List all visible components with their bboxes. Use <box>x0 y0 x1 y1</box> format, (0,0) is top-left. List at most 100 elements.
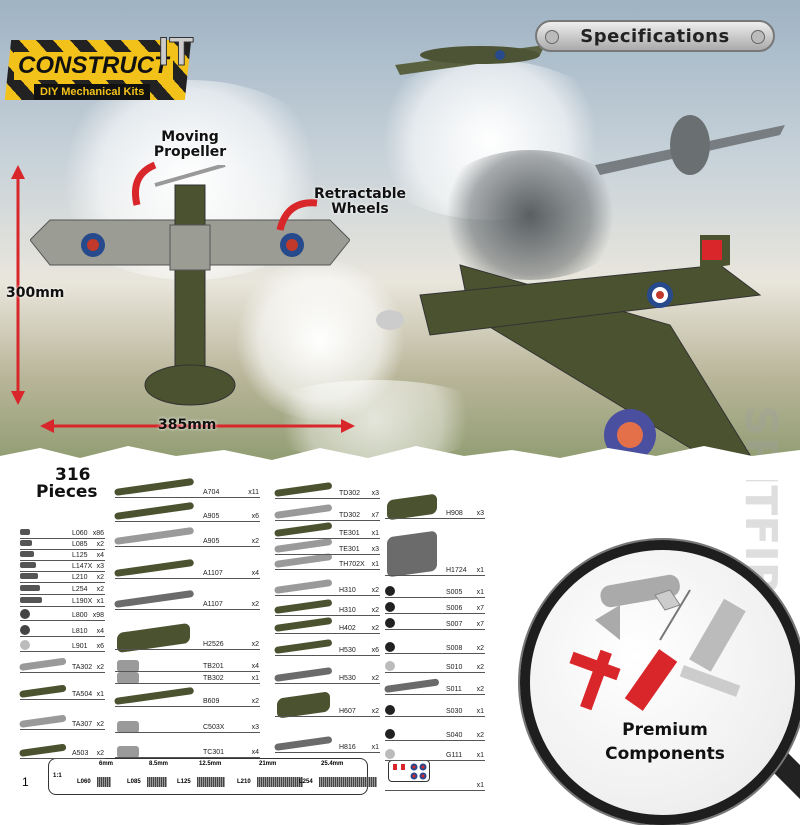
leader-line <box>385 760 485 761</box>
part-shape <box>114 558 194 577</box>
part-code: H310 <box>338 587 357 595</box>
part-quantity: x1 <box>475 708 485 716</box>
scale-screw-code: L254 <box>299 779 313 785</box>
part-code: TC301 <box>202 749 226 757</box>
part-quantity: x1 <box>95 598 105 606</box>
part-code: TB201 <box>202 663 225 671</box>
part-quantity: x2 <box>370 708 380 716</box>
part-code: H816 <box>338 744 357 752</box>
part-code: TE301 <box>338 546 361 554</box>
part-quantity: x3 <box>475 510 485 518</box>
leader-line <box>20 549 105 550</box>
part-quantity: x2 <box>475 645 485 653</box>
part-quantity: x6 <box>95 643 105 651</box>
part-shape <box>274 639 333 654</box>
length-dimension: 300mm <box>6 285 65 301</box>
brand-logo: CONSTRUCT IT DIY Mechanical Kits <box>4 10 198 110</box>
part-shape <box>274 736 333 751</box>
wheels-retract-arrow-icon <box>276 199 318 231</box>
part-code: A704 <box>202 489 221 497</box>
part-shape <box>117 660 139 672</box>
leader-line <box>275 569 380 570</box>
part-quantity: x7 <box>475 605 485 613</box>
part-quantity: x2 <box>370 675 380 683</box>
leader-line <box>20 758 105 759</box>
part-quantity: x2 <box>250 601 260 609</box>
part-shape <box>385 661 395 671</box>
screw-icon <box>545 30 559 44</box>
part-shape <box>274 538 333 553</box>
part-code: S005 <box>445 589 464 597</box>
leader-line <box>115 521 260 522</box>
part-shape <box>20 585 40 591</box>
part-quantity: x1 <box>475 589 485 597</box>
part-shape <box>274 579 333 594</box>
part-quantity: x3 <box>250 724 260 732</box>
part-quantity: x3 <box>370 490 380 498</box>
part-code: L901 <box>71 643 89 651</box>
magnifier-premium-components: Premium Components <box>520 540 800 825</box>
part-shape <box>20 609 30 619</box>
part-quantity: x4 <box>250 663 260 671</box>
part-shape <box>385 642 395 652</box>
leader-line <box>385 575 485 576</box>
leader-line <box>115 497 260 498</box>
part-quantity: x86 <box>91 530 105 538</box>
part-row: H607 x2 <box>275 691 380 719</box>
leader-line <box>275 752 380 753</box>
scale-screw-code: L085 <box>127 779 141 785</box>
part-shape <box>385 618 395 628</box>
part-code: L810 <box>71 628 89 636</box>
part-shape <box>114 477 194 496</box>
part-code: H1724 <box>445 567 468 575</box>
part-code: H310 <box>338 607 357 615</box>
height-arrow-icon <box>11 165 25 405</box>
scale-screw-length: 6mm <box>99 761 114 767</box>
page-number: 1 <box>22 775 29 789</box>
part-shape <box>117 672 139 684</box>
part-code: TB302 <box>202 675 225 683</box>
part-shape <box>114 526 194 545</box>
part-code: TD302 <box>338 512 362 520</box>
brand-tagline: DIY Mechanical Kits <box>34 84 151 100</box>
part-quantity: x98 <box>91 612 105 620</box>
part-row: TB201 x4 <box>115 660 260 672</box>
leader-line <box>385 597 485 598</box>
part-shape <box>387 493 437 521</box>
leader-line <box>115 649 260 650</box>
scale-screw-length: 25.4mm <box>321 761 344 767</box>
part-code: A1107 <box>202 601 224 609</box>
part-code: H607 <box>338 708 357 716</box>
part-quantity: x1 <box>95 691 105 699</box>
part-code: TE301 <box>338 530 361 538</box>
part-shape <box>274 599 333 614</box>
part-code: C503X <box>202 724 226 732</box>
part-shape <box>114 686 194 705</box>
premium-components-label: Premium Components <box>605 720 725 764</box>
scale-screw-length: 8.5mm <box>149 761 169 767</box>
part-quantity: x3 <box>95 563 105 571</box>
part-code: L060 <box>71 530 89 538</box>
leader-line <box>20 672 105 673</box>
tools-illustration <box>569 574 746 711</box>
part-code: TH702X <box>338 561 366 569</box>
leader-line <box>385 518 485 519</box>
specifications-label: Specifications <box>580 25 730 47</box>
leader-line <box>275 538 380 539</box>
part-quantity: x2 <box>95 541 105 549</box>
